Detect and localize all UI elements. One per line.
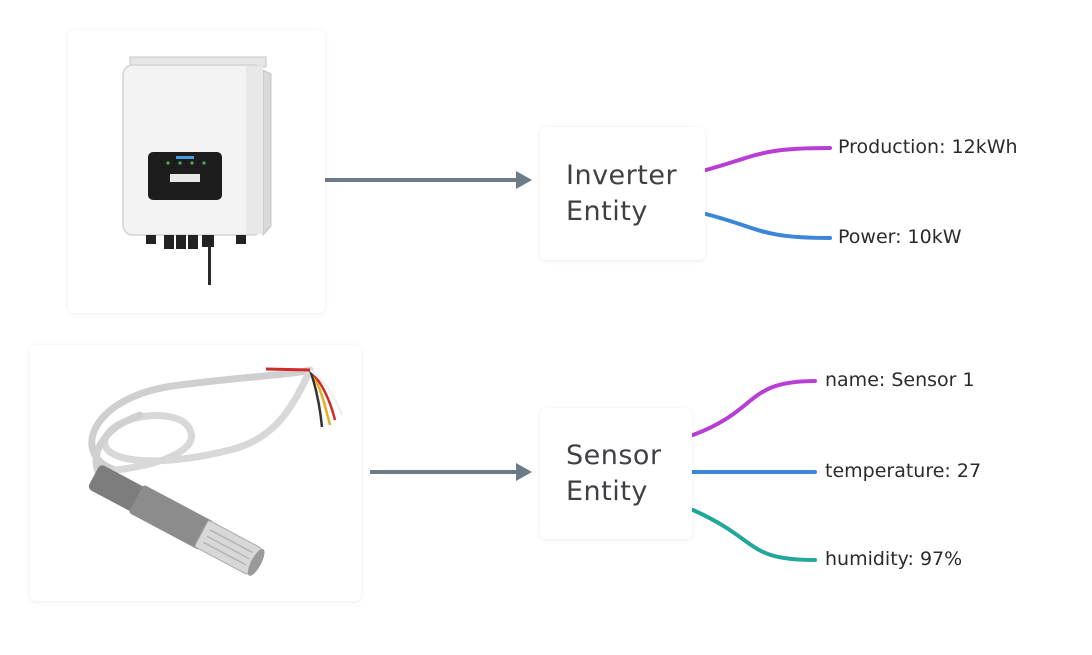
sensor-arrowhead	[516, 463, 532, 481]
name-connector	[691, 379, 817, 437]
inverter-entity-title-line1: Inverter	[566, 160, 678, 192]
power-connector	[704, 212, 832, 240]
power-attribute: Power: 10kW	[838, 226, 962, 248]
humidity-sensor-image	[88, 366, 344, 576]
inverter-entity-card: Inverter Entity	[540, 127, 705, 260]
sensor-name-attribute: name: Sensor 1	[825, 369, 975, 391]
inverter-arrowhead	[516, 171, 532, 189]
production-attribute: Production: 12kWh	[838, 136, 1018, 158]
inverter-entity-title-line2: Entity	[566, 195, 648, 227]
temperature-attribute: temperature: 27	[825, 460, 982, 482]
inverter-image-card	[68, 30, 325, 313]
humidity-attribute: humidity: 97%	[825, 548, 963, 570]
inverter-device-image	[122, 56, 272, 285]
sensor-image-card	[30, 345, 361, 601]
sensor-entity-title-line1: Sensor	[566, 440, 662, 472]
humidity-connector	[691, 508, 817, 562]
sensor-entity-card: Sensor Entity	[540, 408, 692, 539]
sensor-entity-title-line2: Entity	[566, 475, 648, 507]
production-connector	[704, 146, 832, 172]
